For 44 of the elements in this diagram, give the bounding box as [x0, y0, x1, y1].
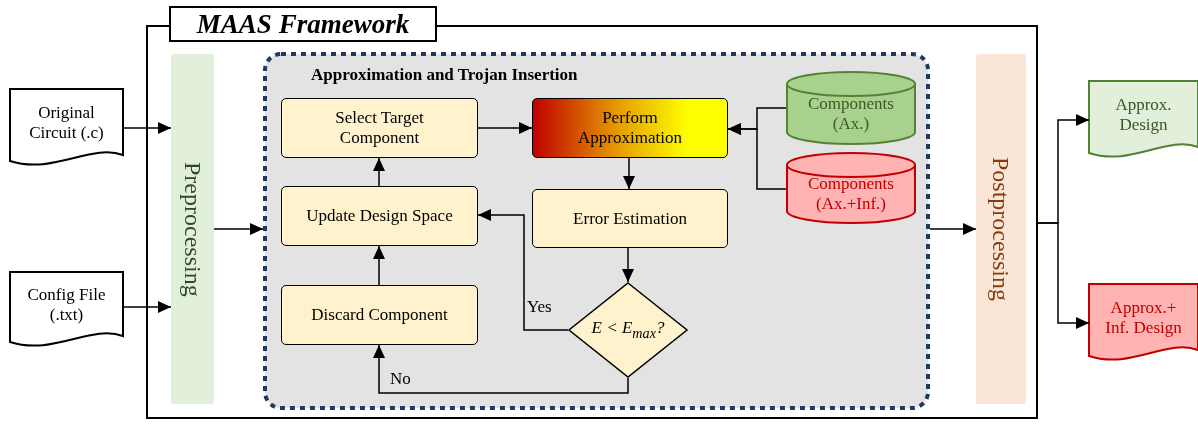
stage-band [171, 54, 214, 404]
node-label: Original Circuit (.c) [28, 102, 105, 143]
stage-band [976, 54, 1026, 404]
document-shape [10, 272, 123, 350]
node-label: Config File (.txt) [26, 284, 107, 326]
stage-label: Postprocessing [987, 156, 1016, 303]
document-shape [10, 89, 123, 169]
arrow [623, 157, 635, 190]
database-cylinder [786, 153, 916, 223]
condition-label: E < E$_{max}$? [590, 318, 666, 342]
group-title: Approximation and Trojan Insertion [311, 65, 578, 86]
dashed-group-panel [263, 52, 930, 410]
node-label: Components (Ax.) [807, 93, 895, 135]
decision-diamond [568, 282, 688, 378]
process-box [281, 98, 478, 158]
node-label: Components (Ax.+Inf.) [807, 173, 895, 214]
node-label: Error Estimation [572, 208, 688, 229]
arrow [213, 223, 264, 235]
arrow [373, 157, 385, 187]
document-shape [1089, 284, 1198, 364]
process-box [281, 186, 478, 246]
node-label: Select Target Component [334, 107, 425, 149]
node-label: Approx.+ Inf. Design [1104, 297, 1183, 338]
arrow [1037, 222, 1090, 329]
process-box [532, 98, 728, 158]
arrow [373, 344, 629, 394]
arrow [622, 247, 634, 283]
arrow [122, 301, 172, 313]
document-shape [1089, 81, 1198, 161]
stage-label: Preprocessing [178, 160, 207, 299]
arrow [727, 123, 787, 190]
node-label: Update Design Space [305, 205, 454, 227]
arrow [929, 223, 977, 235]
process-box [532, 189, 728, 248]
arrow [373, 245, 385, 286]
arrow [477, 209, 569, 331]
process-box [281, 285, 478, 345]
arrow [477, 122, 533, 134]
framework-title: MAAS Framework [169, 6, 437, 42]
database-cylinder [786, 72, 916, 144]
arrow [122, 122, 172, 134]
node-label: Approx. Design [1114, 94, 1173, 135]
node-label: Perform Approximation [577, 107, 683, 149]
node-label: Discard Component [310, 304, 449, 326]
